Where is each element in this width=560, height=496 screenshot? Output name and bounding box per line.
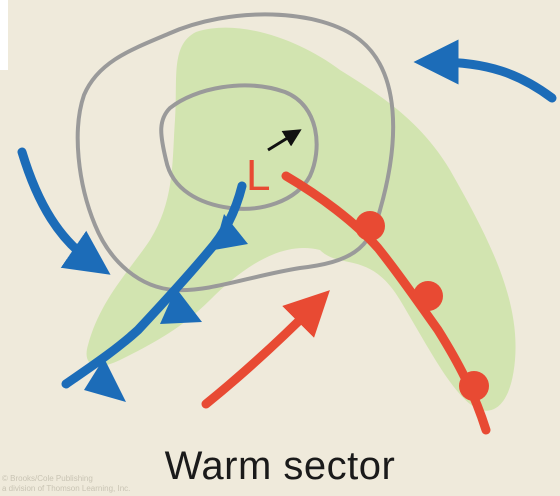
low-pressure-label: L	[246, 151, 270, 200]
warm-front-bump	[355, 211, 385, 241]
credit-line-2: a division of Thomson Learning, Inc.	[2, 484, 131, 493]
warm-front-bump	[413, 281, 443, 311]
cold-front-triangle	[84, 358, 126, 402]
cold-wind-arrow-left	[17, 147, 111, 275]
cold-wind-arrow-top-right	[413, 39, 557, 103]
cold-front-triangle	[214, 214, 248, 250]
inner-isobar	[159, 83, 319, 211]
warm-sector-caption: Warm sector	[164, 444, 396, 488]
publisher-credit: © Brooks/Cole Publishing a division of T…	[2, 474, 142, 494]
warm-wind-arrow	[201, 290, 330, 409]
outer-isobar	[75, 12, 396, 293]
cold-front-triangle	[160, 288, 202, 324]
corner-block	[0, 0, 8, 70]
credit-line-1: © Brooks/Cole Publishing	[2, 474, 93, 483]
cloud-area	[86, 27, 516, 411]
low-movement-arrow	[267, 129, 302, 152]
warm-front-bump	[459, 371, 489, 401]
